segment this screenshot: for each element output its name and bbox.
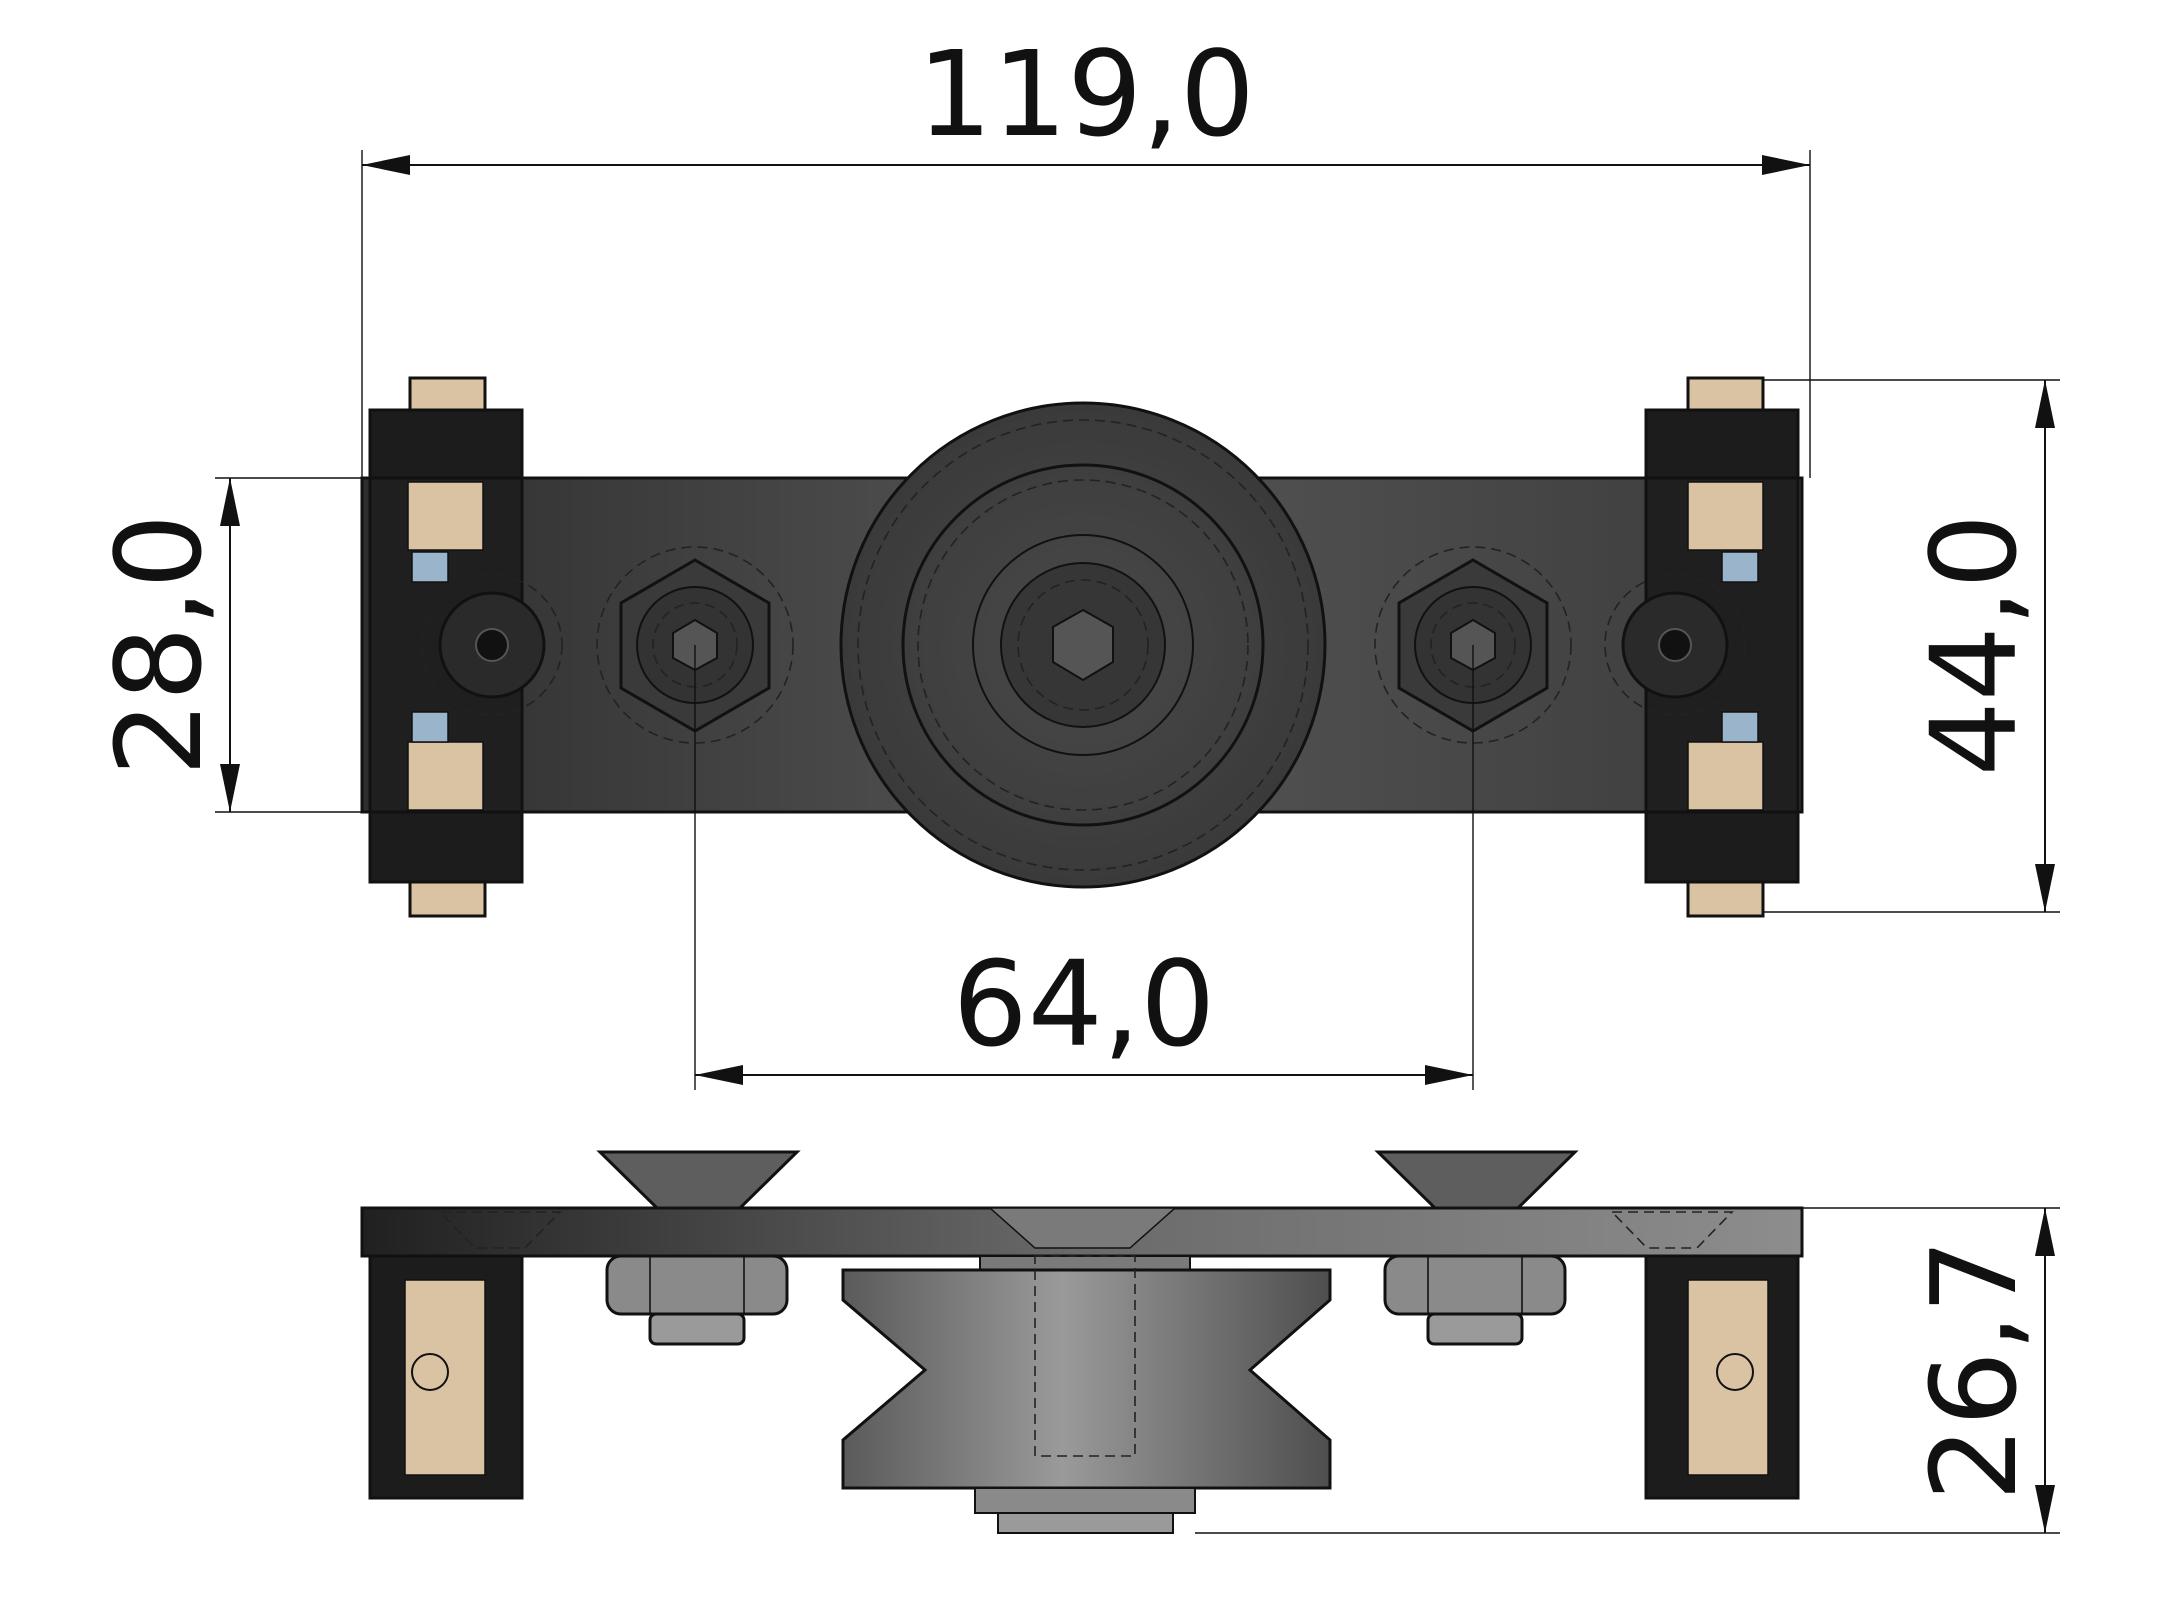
pad-bottom-left <box>408 878 487 918</box>
dimension-label-assembly-height: 26,7 <box>1905 1239 2043 1502</box>
countersunk-screw-left <box>596 1150 801 1210</box>
pad-bottom-right <box>1686 878 1765 918</box>
slot-pad-left-lower <box>407 741 484 811</box>
side-view <box>360 1150 1804 1534</box>
top-view <box>360 376 1804 918</box>
dimension-plate-width: 28,0 <box>90 477 362 813</box>
dimension-label-overall-height: 44,0 <box>1905 514 2043 777</box>
dimension-hole-spacing: 64,0 <box>694 645 1474 1090</box>
dimension-label-hole-spacing: 64,0 <box>953 935 1216 1073</box>
side-screw-right <box>1604 574 1746 716</box>
insert-right-lower <box>1721 711 1759 743</box>
dimension-assembly-height: 26,7 <box>1195 1207 2060 1534</box>
dimension-overall-width: 119,0 <box>361 25 1811 478</box>
countersunk-screw-right <box>1374 1150 1579 1210</box>
dimension-label-overall-width: 119,0 <box>917 25 1255 163</box>
dimension-overall-height: 44,0 <box>1763 379 2060 913</box>
side-v-wheel <box>841 1255 1332 1534</box>
side-nut-right <box>1383 1254 1567 1346</box>
slot-pad-right-upper <box>1687 481 1764 551</box>
side-nut-left <box>605 1254 789 1346</box>
insert-left-upper <box>411 551 449 583</box>
slot-pad-left-upper <box>407 481 484 551</box>
insert-left-lower <box>411 711 449 743</box>
slot-pad-right-lower <box>1687 741 1764 811</box>
center-wheel <box>839 401 1327 889</box>
dimension-label-plate-width: 28,0 <box>90 514 228 777</box>
insert-right-upper <box>1721 551 1759 583</box>
side-screw-left <box>421 574 563 716</box>
